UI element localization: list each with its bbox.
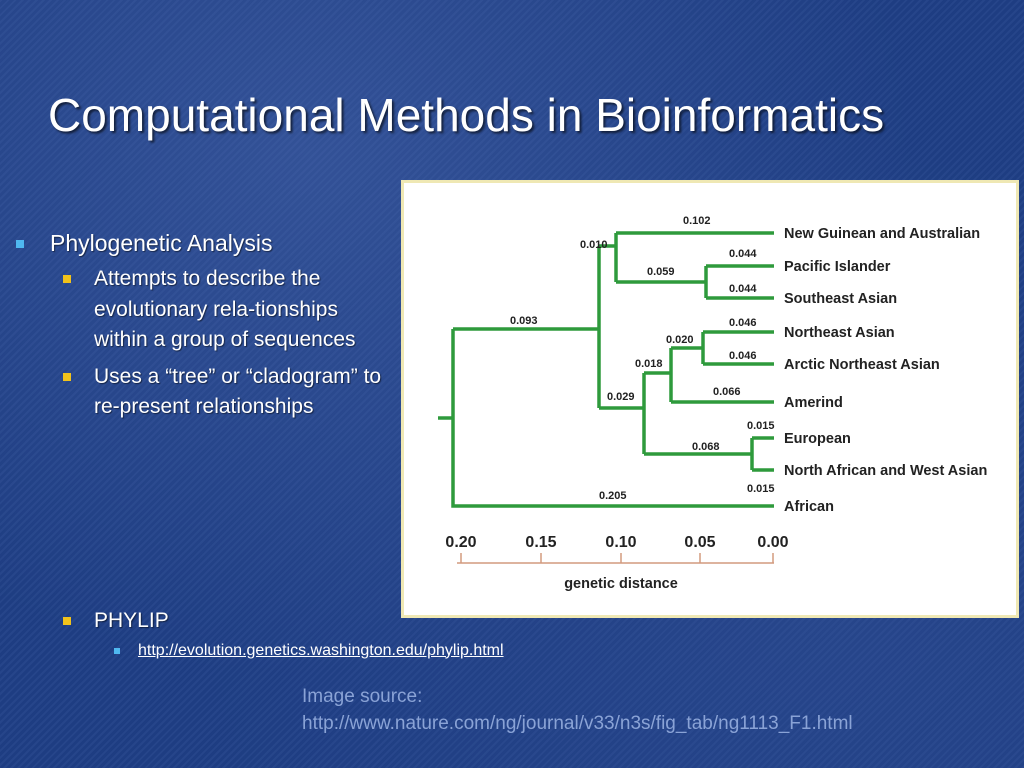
branch-label-nonafrican: 0.093	[510, 315, 538, 327]
tick-label: 0.00	[757, 534, 788, 551]
branch-label-european: 0.015	[747, 420, 775, 432]
branch-label-eurasia-group: 0.029	[607, 391, 635, 403]
leaf-label: European	[784, 431, 851, 447]
image-source-note: Image source: http://www.nature.com/ng/j…	[302, 683, 853, 737]
axis-title: genetic distance	[564, 576, 678, 592]
branch-label-north-african: 0.015	[747, 483, 775, 495]
branch-label-southeast: 0.044	[729, 283, 757, 295]
phylogenetic-tree-figure: 0.102 0.010 0.044 0.059 0.044 0.093 0.04…	[401, 180, 1019, 618]
bullet-marker	[63, 617, 71, 625]
branch-label-oceania-group: 0.010	[580, 239, 608, 251]
branch-label-african: 0.205	[599, 490, 627, 502]
source-label: Image source:	[302, 686, 423, 707]
sub-sub-bullet-link: http://evolution.genetics.washington.edu…	[14, 640, 714, 662]
source-url: http://www.nature.com/ng/journal/v33/n3s…	[302, 713, 853, 734]
branch-label-asia-amerind: 0.018	[635, 358, 663, 370]
tick-label: 0.10	[605, 534, 636, 551]
sub-bullet-describe: Attempts to describe the evolutionary re…	[14, 264, 384, 356]
branch-length-labels: 0.102 0.010 0.044 0.059 0.044 0.093 0.04…	[510, 215, 775, 502]
leaf-label: Arctic Northeast Asian	[784, 357, 940, 373]
branch-label-europe-africa: 0.068	[692, 441, 720, 453]
sub-bullet-tree: Uses a “tree” or “cladogram” to re-prese…	[14, 362, 384, 423]
slide-title: Computational Methods in Bioinformatics	[48, 89, 885, 141]
branch-label-pacific: 0.044	[729, 248, 757, 260]
leaf-label: New Guinean and Australian	[784, 226, 980, 242]
bullet-marker	[114, 647, 120, 654]
branch-label-pacific-se: 0.059	[647, 266, 675, 278]
tree-branches	[438, 231, 774, 508]
leaf-label: Pacific Islander	[784, 259, 891, 275]
tick-label: 0.05	[684, 534, 715, 551]
branch-label-arctic: 0.046	[729, 350, 757, 362]
branch-label-amerind: 0.066	[713, 386, 741, 398]
bullet-list: Phylogenetic Analysis Attempts to descri…	[14, 228, 394, 423]
bullet-marker	[63, 372, 71, 381]
tree-svg: 0.102 0.010 0.044 0.059 0.044 0.093 0.04…	[438, 215, 987, 592]
bullet-text: Attempts to describe the evolutionary re…	[94, 267, 356, 351]
phylip-link[interactable]: http://evolution.genetics.washington.edu…	[138, 641, 504, 659]
leaf-label: Northeast Asian	[784, 325, 895, 341]
leaf-label: Southeast Asian	[784, 291, 897, 307]
leaf-label: African	[784, 499, 834, 515]
leaf-labels: New Guinean and Australian Pacific Islan…	[784, 226, 987, 515]
leaf-label: Amerind	[784, 395, 843, 411]
tick-label: 0.15	[525, 534, 556, 551]
bullet-marker	[16, 240, 24, 248]
distance-axis: 0.20 0.15 0.10 0.05 0.00 genetic distanc…	[445, 534, 788, 592]
bullet-text: PHYLIP	[94, 609, 169, 632]
branch-label-northeast: 0.046	[729, 317, 757, 329]
bullet-phylogenetic-analysis: Phylogenetic Analysis	[14, 228, 394, 258]
branch-african	[451, 329, 774, 508]
bullet-marker	[63, 275, 71, 283]
tick-label: 0.20	[445, 534, 476, 551]
branch-label-ne-asia: 0.020	[666, 334, 694, 346]
bullet-text: Uses a “tree” or “cladogram” to re-prese…	[94, 364, 382, 419]
leaf-label: North African and West Asian	[784, 463, 987, 479]
branch-label-new-guinean: 0.102	[683, 215, 711, 227]
phylip-section: PHYLIP http://evolution.genetics.washing…	[14, 606, 714, 662]
sub-bullet-phylip: PHYLIP	[14, 606, 384, 637]
bullet-text: Phylogenetic Analysis	[50, 230, 273, 256]
